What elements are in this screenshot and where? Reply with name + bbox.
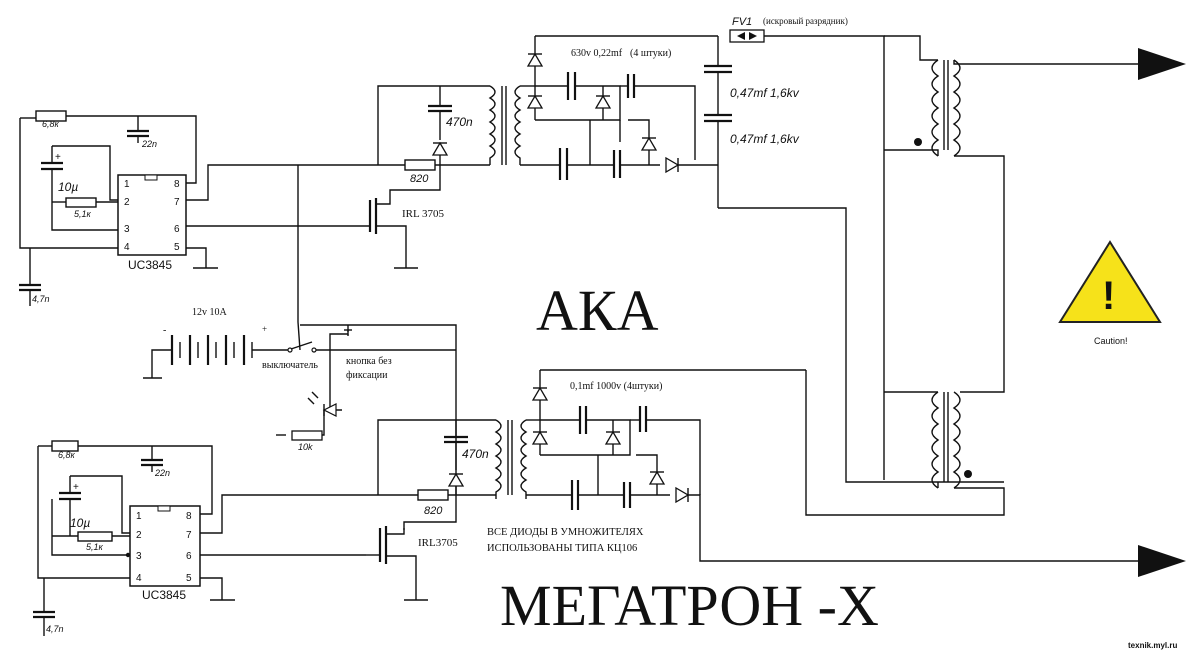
label-fv1: FV1 [732, 16, 752, 28]
svg-text:5: 5 [174, 242, 180, 253]
svg-text:+: + [73, 482, 79, 493]
label-c-470n-top: 470n [446, 115, 473, 129]
svg-text:2: 2 [124, 197, 130, 208]
svg-text:5,1к: 5,1к [86, 542, 104, 552]
label-c-22n: 22n [141, 139, 157, 149]
switch-icon [290, 341, 313, 350]
svg-text:8: 8 [174, 179, 180, 190]
top-multiplier: 630v 0,22mf (4 штуки) 0,47mf 1,6kv 0,47m… [520, 16, 1004, 483]
bottom-control-circuit: 6,8к 22n + 10µ 5,1к 4,7n 1 2 3 4 8 7 6 5 [33, 440, 378, 636]
svg-text:6: 6 [186, 551, 192, 562]
note-line-2: ИСПОЛЬЗОВАНЫ ТИПА КЦ106 [487, 543, 637, 554]
warning-caption: Caution! [1094, 336, 1128, 346]
output-arrow-top [1138, 48, 1186, 80]
svg-text:7: 7 [174, 197, 180, 208]
label-cap1: 0,47mf 1,6kv [730, 86, 800, 100]
label-battery: 12v 10A [192, 307, 228, 318]
label-button-1: кнопка без [346, 356, 392, 367]
label-r-5-1k: 5,1к [74, 209, 92, 219]
svg-text:3: 3 [136, 551, 142, 562]
label-mult-count-top: (4 штуки) [630, 48, 671, 59]
svg-text:7: 7 [186, 530, 192, 541]
heading-bottom: МЕГАТРОН -Х [500, 573, 879, 638]
output-arrow-bottom [1138, 545, 1186, 577]
label-r-820-top: 820 [410, 173, 429, 185]
svg-text:2: 2 [136, 530, 142, 541]
svg-text:IRL3705: IRL3705 [418, 537, 458, 549]
svg-text:10µ: 10µ [70, 516, 90, 530]
top-control-circuit: 6,8к 22n + 10µ 5,1к 4,7n 1 2 3 4 8 7 [19, 110, 378, 306]
label-r-6-8k: 6,8к [42, 119, 60, 129]
svg-text:-: - [163, 325, 166, 336]
svg-text:4,7n: 4,7n [46, 624, 64, 634]
label-c-10u: 10µ [58, 180, 78, 194]
label-r-10k: 10k [298, 442, 313, 452]
label-ic-top: UC3845 [128, 258, 172, 272]
svg-text:6: 6 [174, 224, 180, 235]
note-line-1: ВСЕ ДИОДЫ В УМНОЖИТЕЛЯХ [487, 527, 644, 538]
heading-top: АКА [536, 278, 659, 343]
svg-text:820: 820 [424, 505, 443, 517]
label-mult-bottom: 0,1mf 1000v (4штуки) [570, 381, 662, 392]
output-transformers [805, 35, 1186, 577]
watermark: texnik.myl.ru [1128, 641, 1177, 650]
label-fv1-desc: (искровый разрядник) [763, 16, 848, 26]
supply-section: 12v 10A - + выключатель кнопка без фикса [143, 165, 457, 495]
label-cap2: 0,47mf 1,6kv [730, 132, 800, 146]
warning-exclaim-icon: ! [1102, 274, 1115, 318]
svg-text:UC3845: UC3845 [142, 588, 186, 602]
label-switch: выключатель [262, 360, 318, 371]
battery-icon [170, 335, 253, 365]
svg-text:+: + [55, 152, 61, 163]
svg-text:8: 8 [186, 511, 192, 522]
resistor-10k [291, 430, 323, 441]
svg-text:3: 3 [124, 224, 130, 235]
bottom-power-stage: 470n 820 IRL3705 [366, 419, 528, 601]
warning-triangle-icon [1058, 240, 1162, 323]
led-icon [322, 403, 337, 417]
svg-text:4: 4 [136, 573, 142, 584]
svg-text:+: + [262, 324, 267, 334]
label-c-4-7n: 4,7n [32, 294, 50, 304]
label-button-2: фиксации [346, 370, 388, 381]
svg-text:1: 1 [136, 511, 142, 522]
top-power-stage: 470n 820 IRL 3705 [350, 85, 522, 269]
ic-uc3845-bottom [129, 505, 201, 587]
spark-gap-fv1 [729, 29, 765, 43]
svg-text:6,8к: 6,8к [58, 450, 76, 460]
svg-text:4: 4 [124, 242, 130, 253]
bottom-multiplier: 0,1mf 1000v (4штуки) ВСЕ ДИОДЫ В УМНОЖИТ… [487, 369, 1138, 562]
label-mult-top: 630v 0,22mf [571, 48, 623, 59]
label-mosfet-top: IRL 3705 [402, 208, 445, 220]
svg-text:22n: 22n [154, 468, 170, 478]
resistor-820-top [404, 159, 436, 171]
svg-text:5: 5 [186, 573, 192, 584]
svg-text:1: 1 [124, 179, 130, 190]
resistor-5-1k [65, 197, 97, 208]
svg-text:470n: 470n [462, 447, 489, 461]
warning-sign: ! Caution! [1058, 240, 1162, 346]
